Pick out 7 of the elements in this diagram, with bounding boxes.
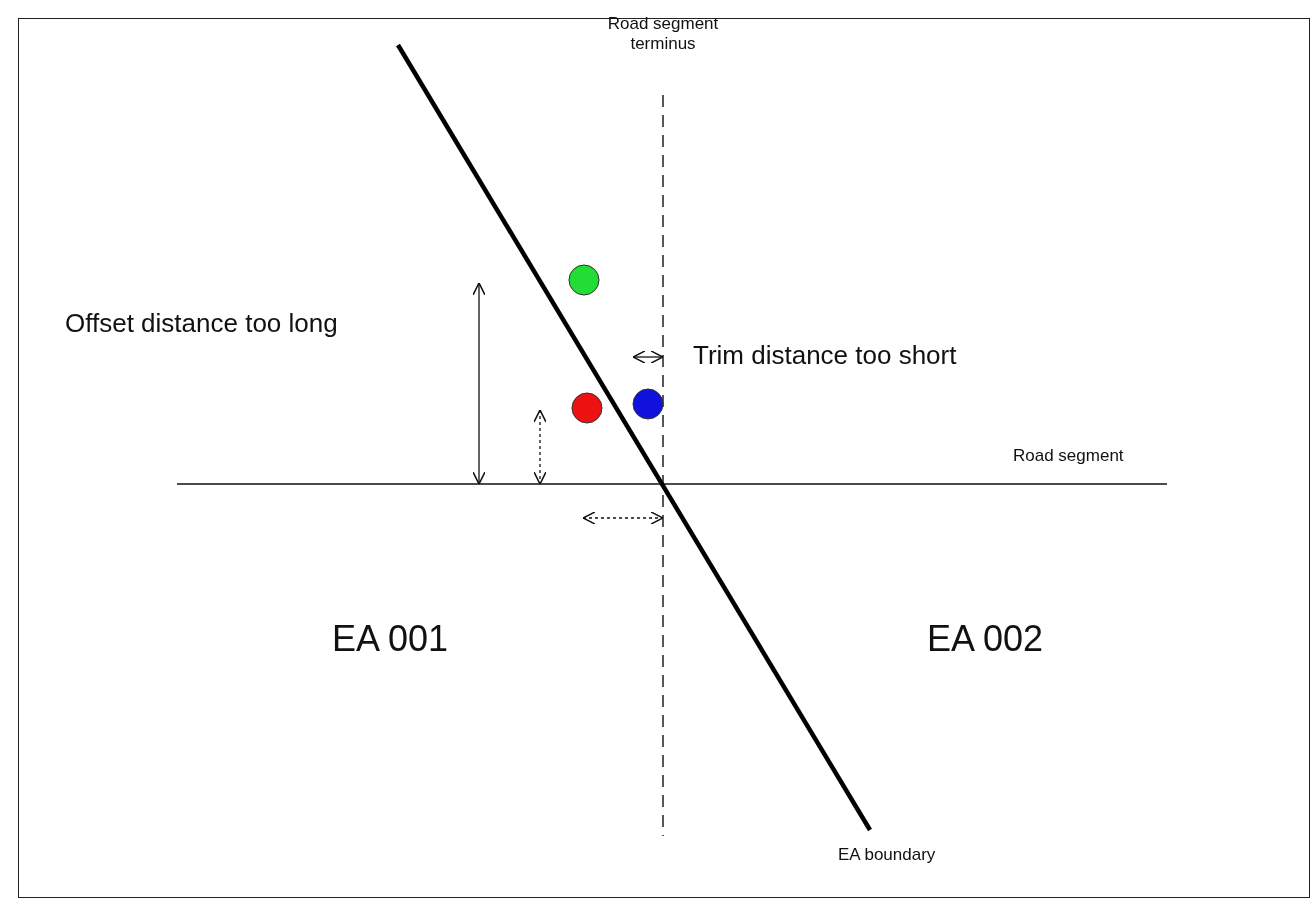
text-label: Trim distance too short bbox=[693, 341, 957, 371]
text-label: Road segment bbox=[1013, 446, 1124, 466]
text-label: EA 002 bbox=[927, 618, 1044, 660]
text-label: Offset distance too long bbox=[65, 309, 338, 339]
text-label: EA boundary bbox=[838, 845, 936, 865]
text-label: Road segment terminus bbox=[606, 14, 720, 54]
text-label: EA 001 bbox=[332, 618, 449, 660]
